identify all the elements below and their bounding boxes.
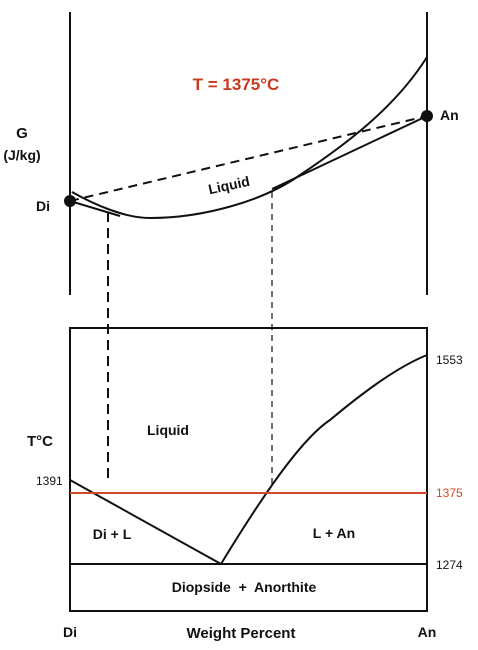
x-axis-label: Weight Percent (187, 625, 296, 642)
phase-diagram-frame (69, 327, 428, 612)
di-label-top: Di (36, 198, 50, 214)
x-right-label: An (418, 624, 437, 640)
temp-eutectic: 1274 (436, 558, 463, 572)
field-solid: Diopside + Anorthite (172, 579, 317, 595)
tangent-an (271, 115, 428, 190)
temp-isotherm: 1375 (436, 486, 463, 500)
temp-di-melt: 1391 (36, 474, 63, 488)
tangent-di (69, 200, 121, 217)
an-label-top: An (440, 107, 459, 123)
liquid-g-curve (71, 56, 428, 220)
x-left-label: Di (63, 624, 77, 640)
temp-an-melt: 1553 (436, 353, 463, 367)
liquid-curve-label: Liquid (207, 173, 251, 197)
field-l-an: L + An (313, 525, 355, 541)
field-liquid: Liquid (147, 422, 189, 438)
an-point (421, 110, 433, 122)
mixture-dashed-line (69, 115, 428, 202)
t-axis-label: T°C (27, 433, 53, 450)
g-axis-unit: (J/kg) (3, 147, 40, 163)
liquidus-an (220, 354, 428, 565)
field-di-l: Di + L (93, 526, 132, 542)
g-axis-label: G (16, 125, 28, 142)
title-temperature: T = 1375°C (193, 75, 280, 94)
di-point (64, 195, 76, 207)
